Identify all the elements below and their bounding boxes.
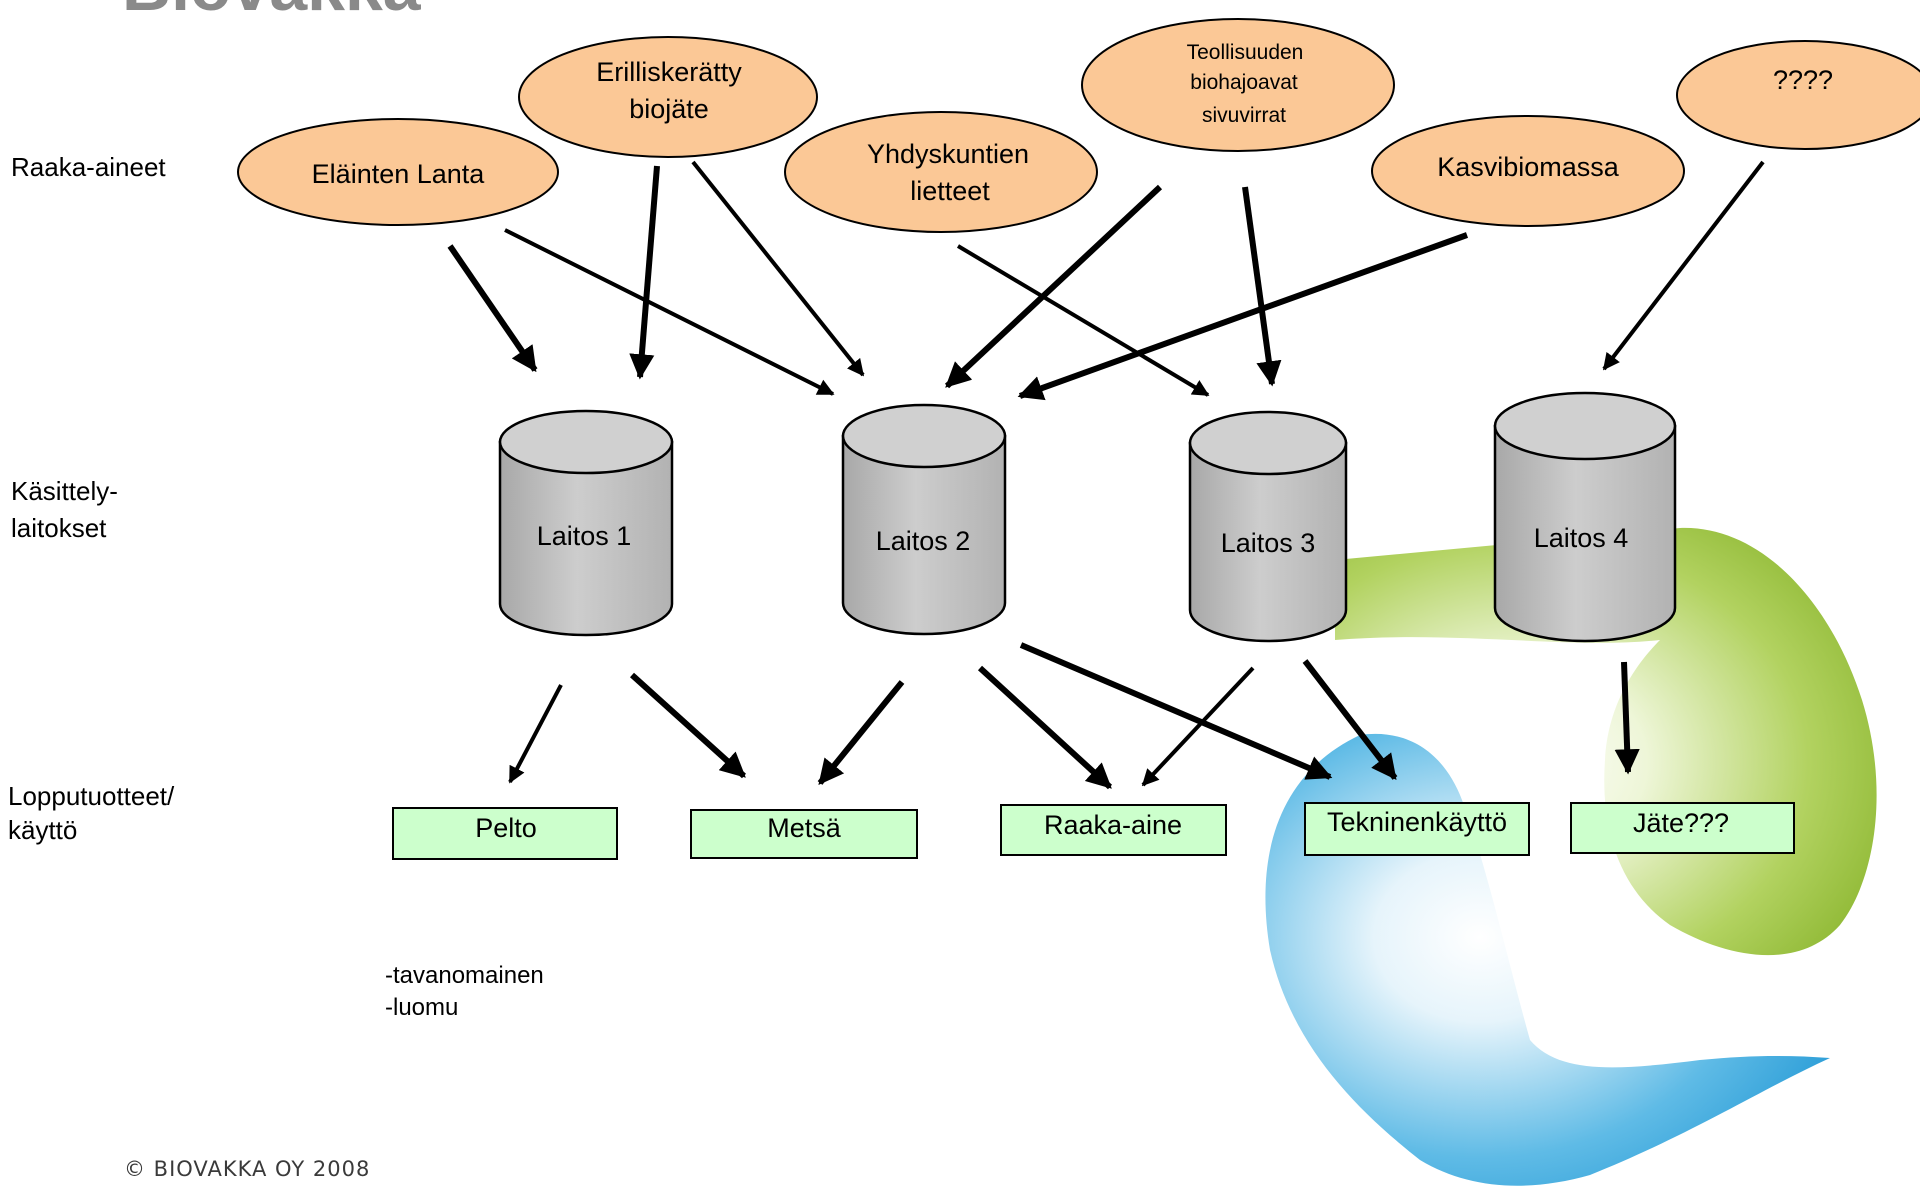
product-pelto: Pelto [392,807,618,860]
page-title: Biovakka [122,0,422,25]
product-raaka-aine-label: Raaka-aine [1044,810,1182,840]
arrow-manure-to-laitos1 [447,244,538,373]
arrow-laitos2-to-tekninen [1019,642,1333,780]
source-nodes: Eläinten Lanta Erilliskerätty biojäte Yh… [237,18,1920,233]
note-conventional: -tavanomainen [385,962,544,989]
row-label-raw-materials: Raaka-aineet [11,152,166,182]
source-sludge-label-1: Yhdyskuntien [867,139,1029,169]
product-jate-label: Jäte??? [1633,808,1729,838]
arrow-laitos4-to-jate [1614,661,1640,775]
arrow-industrial-to-laitos2 [944,184,1163,389]
source-unknown: ???? [1676,40,1920,150]
arrow-biowaste-to-laitos2 [691,160,865,377]
arrow-plantbiomass-to-laitos2 [1017,232,1469,401]
arrow-laitos1-to-pelto [508,684,563,784]
product-jate: Jäte??? [1570,802,1795,854]
product-raaka-aine: Raaka-aine [1000,804,1227,856]
plant-laitos-1: Laitos 1 [498,409,674,637]
row-label-processing-line1: Käsittely- [11,476,118,506]
plant-laitos-3-label: Laitos 3 [1221,528,1316,558]
product-arrows [508,642,1640,790]
product-metsa: Metsä [690,809,918,859]
product-tekninen-label: Tekninenkäyttö [1327,807,1507,837]
source-industrial-label-3: sivuvirrat [1202,104,1286,127]
arrow-biowaste-to-laitos1 [629,165,660,380]
plant-laitos-2-label: Laitos 2 [876,526,971,556]
row-label-products-line1: Lopputuotteet/ [8,781,175,811]
product-pelto-label: Pelto [475,813,537,843]
source-biowaste-label-1: Erilliskerätty [596,57,742,87]
plant-laitos-4-label: Laitos 4 [1534,523,1629,553]
arrow-laitos3-to-tekninen [1302,659,1398,780]
row-label-processing-line2: laitokset [11,513,107,543]
arrow-laitos2-to-raaka-aine [977,665,1113,790]
source-industrial-label-2: biohajoavat [1190,71,1298,94]
product-tekninen: Tekninenkäyttö [1304,802,1530,856]
plant-laitos-2: Laitos 2 [841,403,1007,636]
product-metsa-label: Metsä [767,813,842,843]
source-industrial: Teollisuuden biohajoavat sivuvirrat [1081,18,1395,152]
source-sludge: Yhdyskuntien lietteet [784,111,1098,233]
plant-laitos-3: Laitos 3 [1188,410,1348,643]
source-plant-biomass-label: Kasvibiomassa [1437,152,1620,182]
source-manure: Eläinten Lanta [237,118,559,226]
arrow-laitos1-to-metsa [629,672,747,779]
arrow-manure-to-laitos2 [504,228,835,396]
source-plant-biomass: Kasvibiomassa [1371,115,1685,227]
row-label-products-line2: käyttö [8,815,77,845]
arrow-sludge-to-laitos3 [956,244,1210,397]
source-arrows [447,160,1765,401]
arrow-industrial-to-laitos3 [1242,186,1282,387]
arrow-unknown-to-laitos4 [1602,160,1765,371]
product-nodes: Pelto Metsä Raaka-aine Tekninenkäyttö Jä… [392,802,1795,860]
source-manure-label: Eläinten Lanta [312,159,486,189]
source-biowaste-label-2: biojäte [629,94,709,124]
plant-laitos-1-label: Laitos 1 [537,521,632,551]
arrow-laitos2-to-metsa [817,680,905,785]
source-biowaste: Erilliskerätty biojäte [518,36,818,158]
source-sludge-label-2: lietteet [910,176,990,206]
source-industrial-label-1: Teollisuuden [1187,41,1304,64]
plant-laitos-4: Laitos 4 [1493,391,1677,643]
plant-nodes: Laitos 1 Laitos 2 Laitos 3 Laitos 4 [498,391,1677,643]
arrow-laitos3-to-raaka-aine [1141,666,1255,787]
source-unknown-label: ???? [1773,65,1833,95]
copyright-footer: © BIOVAKKA OY 2008 [124,1157,370,1181]
note-organic: -luomu [385,994,458,1021]
